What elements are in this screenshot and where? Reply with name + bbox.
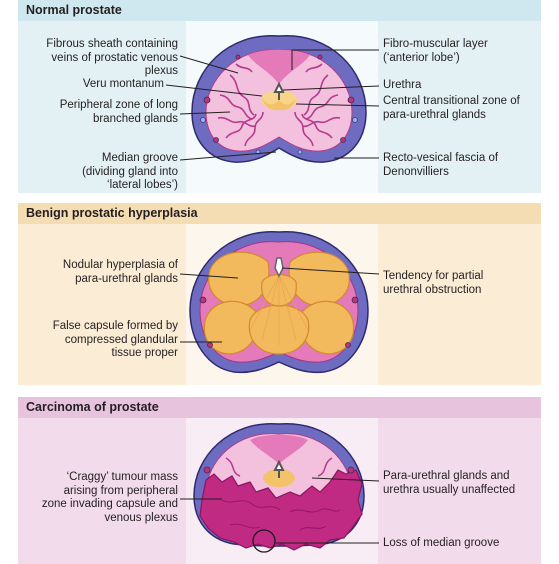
- bph-urethra: [274, 257, 284, 278]
- normal-gland-branches: [217, 63, 341, 147]
- label-fibro-muscular: Fibro-muscular layer (‘anterior lobe’): [383, 38, 488, 64]
- label-para-urethral-unaffected: Para-urethral glands and urethra usually…: [383, 470, 516, 496]
- label-urethra: Urethra: [383, 79, 422, 91]
- panel-title-bph: Benign prostatic hyperplasia: [18, 203, 541, 224]
- label-central-zone: Central transitional zone of para-urethr…: [383, 95, 520, 121]
- label-false-capsule: False capsule formed by compressed gland…: [52, 320, 178, 359]
- normal-urethra: [273, 81, 285, 100]
- panel-title-normal: Normal prostate: [18, 0, 541, 21]
- label-recto-vesical: Recto-vesical fascia of Denonvilliers: [383, 152, 499, 178]
- panel-title-carcinoma: Carcinoma of prostate: [18, 397, 541, 418]
- label-peripheral-zone: Peripheral zone of long branched glands: [59, 99, 178, 125]
- bph-veins: [199, 296, 359, 348]
- label-loss-median-groove: Loss of median groove: [383, 537, 500, 549]
- label-nodular-hyperplasia: Nodular hyperplasia of para-urethral gla…: [62, 259, 178, 285]
- label-median-groove: Median groove (dividing gland into ‘late…: [82, 152, 178, 191]
- label-fibrous-sheath: Fibrous sheath containing veins of prost…: [46, 38, 178, 77]
- label-veru-montanum: Veru montanum: [82, 78, 164, 90]
- ca-median-groove-circle: [252, 529, 276, 553]
- label-urethral-obstruction: Tendency for partial urethral obstructio…: [383, 270, 484, 296]
- label-craggy-tumour: ‘Craggy’ tumour mass arising from periph…: [41, 471, 178, 524]
- ca-tumour-mass: [199, 469, 363, 551]
